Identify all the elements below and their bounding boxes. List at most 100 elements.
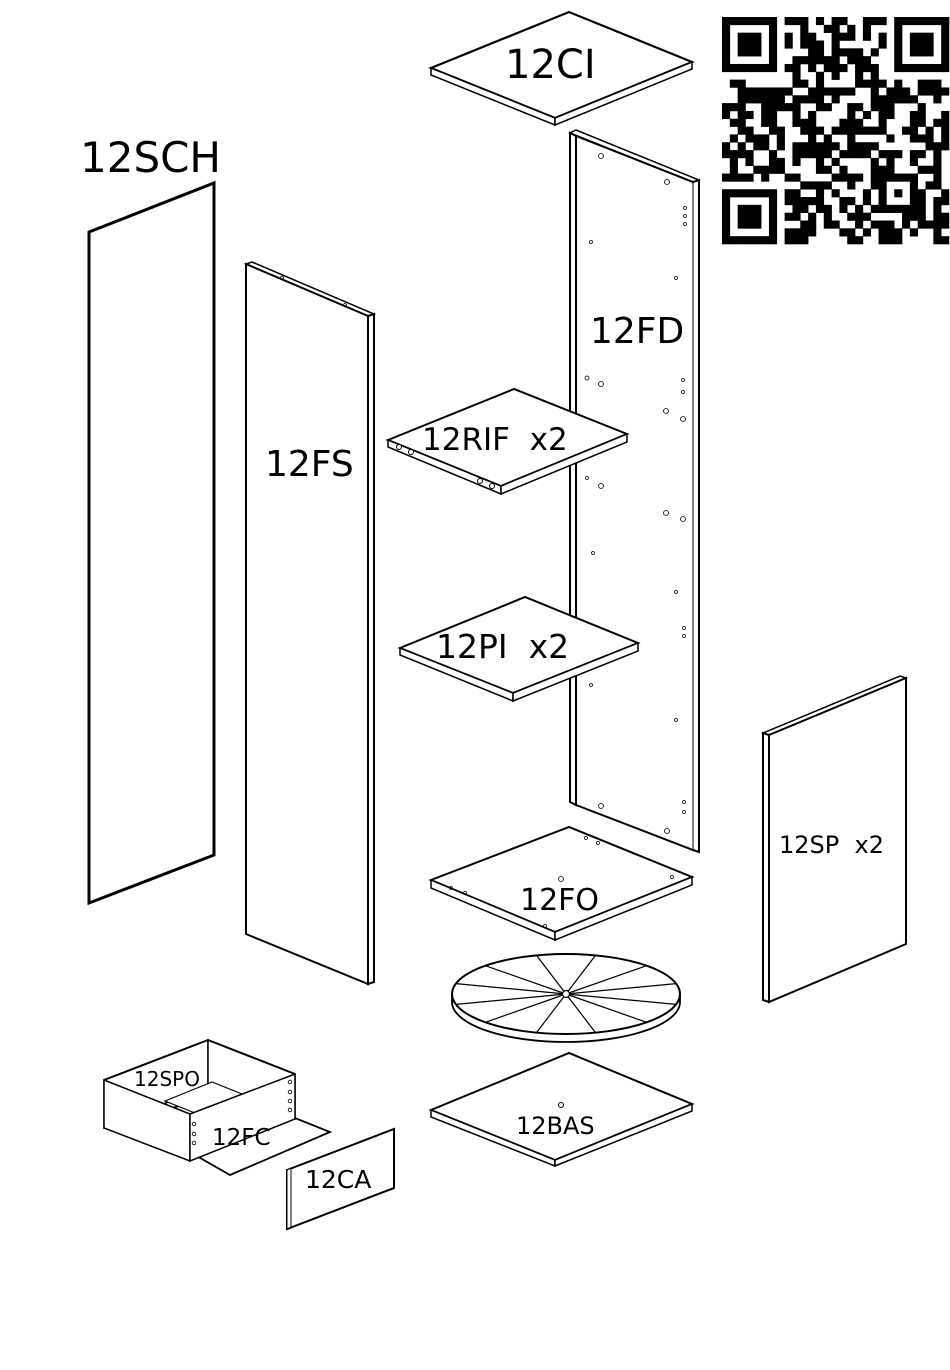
qr-module (863, 142, 871, 150)
qr-module (847, 228, 855, 236)
qr-module (832, 158, 840, 166)
qr-module (792, 103, 800, 111)
panel-door: 12SCH (80, 133, 221, 903)
qr-module (738, 236, 746, 244)
qr-module (894, 80, 902, 88)
qr-module (910, 119, 918, 127)
qr-module (910, 181, 918, 189)
qr-module (800, 205, 808, 213)
qr-module (902, 205, 910, 213)
qr-module (722, 33, 730, 41)
qr-module (839, 166, 847, 174)
qr-module (847, 48, 855, 56)
qr-module (832, 174, 840, 182)
qr-module (879, 95, 887, 103)
qr-module (839, 127, 847, 135)
qr-module (863, 127, 871, 135)
qr-module (722, 111, 730, 119)
qr-module (910, 189, 918, 197)
qr-module (738, 48, 746, 56)
qr-module (792, 142, 800, 150)
qr-module (879, 40, 887, 48)
qr-module (941, 189, 949, 197)
qr-module (816, 150, 824, 158)
qr-module (879, 221, 887, 229)
qr-module (816, 56, 824, 64)
qr-module (769, 25, 777, 33)
qr-module (910, 48, 918, 56)
qr-module (738, 87, 746, 95)
qr-code-icon (722, 17, 949, 244)
qr-module (808, 87, 816, 95)
qr-module (761, 174, 769, 182)
qr-module (769, 95, 777, 103)
qr-module (738, 95, 746, 103)
qr-module (769, 158, 777, 166)
qr-module (863, 197, 871, 205)
qr-module (863, 64, 871, 72)
qr-module (792, 174, 800, 182)
qr-module (745, 127, 753, 135)
qr-module (808, 213, 816, 221)
qr-module (894, 174, 902, 182)
qr-module (738, 17, 746, 25)
qr-module (824, 166, 832, 174)
qr-module (926, 142, 934, 150)
qr-module (879, 103, 887, 111)
qr-module (777, 142, 785, 150)
qr-module (879, 174, 887, 182)
qr-module (808, 181, 816, 189)
qr-module (753, 17, 761, 25)
qr-module (769, 56, 777, 64)
qr-module (738, 213, 746, 221)
qr-module (753, 189, 761, 197)
qr-module (769, 236, 777, 244)
qr-module (918, 205, 926, 213)
qr-module (847, 197, 855, 205)
qr-module (879, 119, 887, 127)
qr-module (753, 48, 761, 56)
qr-module (879, 166, 887, 174)
qr-module (918, 17, 926, 25)
qr-module (839, 228, 847, 236)
qr-module (824, 87, 832, 95)
qr-module (816, 127, 824, 135)
qr-module (738, 174, 746, 182)
qr-module (808, 119, 816, 127)
qr-module (941, 64, 949, 72)
qr-module (863, 111, 871, 119)
qr-module (745, 174, 753, 182)
qr-module (785, 40, 793, 48)
qr-module (761, 95, 769, 103)
qr-module (847, 119, 855, 127)
qr-module (847, 111, 855, 119)
qr-module (745, 189, 753, 197)
qr-module (816, 181, 824, 189)
qr-module (941, 48, 949, 56)
qr-module (761, 189, 769, 197)
qr-module (886, 150, 894, 158)
qr-module (832, 48, 840, 56)
qr-module (769, 228, 777, 236)
qr-module (886, 111, 894, 119)
qr-module (792, 56, 800, 64)
qr-module (902, 17, 910, 25)
qr-module (769, 87, 777, 95)
qr-module (792, 197, 800, 205)
qr-module (918, 103, 926, 111)
qr-module (753, 166, 761, 174)
qr-module (839, 197, 847, 205)
qr-module (808, 40, 816, 48)
qr-module (933, 181, 941, 189)
qr-module (824, 213, 832, 221)
qr-module (800, 228, 808, 236)
label-shelf: 12PI x2 (436, 627, 569, 666)
qr-module (824, 221, 832, 229)
qr-module (745, 213, 753, 221)
qr-module (816, 48, 824, 56)
qr-module (910, 205, 918, 213)
qr-module (722, 64, 730, 72)
qr-module (839, 64, 847, 72)
qr-module (792, 119, 800, 127)
qr-module (792, 228, 800, 236)
